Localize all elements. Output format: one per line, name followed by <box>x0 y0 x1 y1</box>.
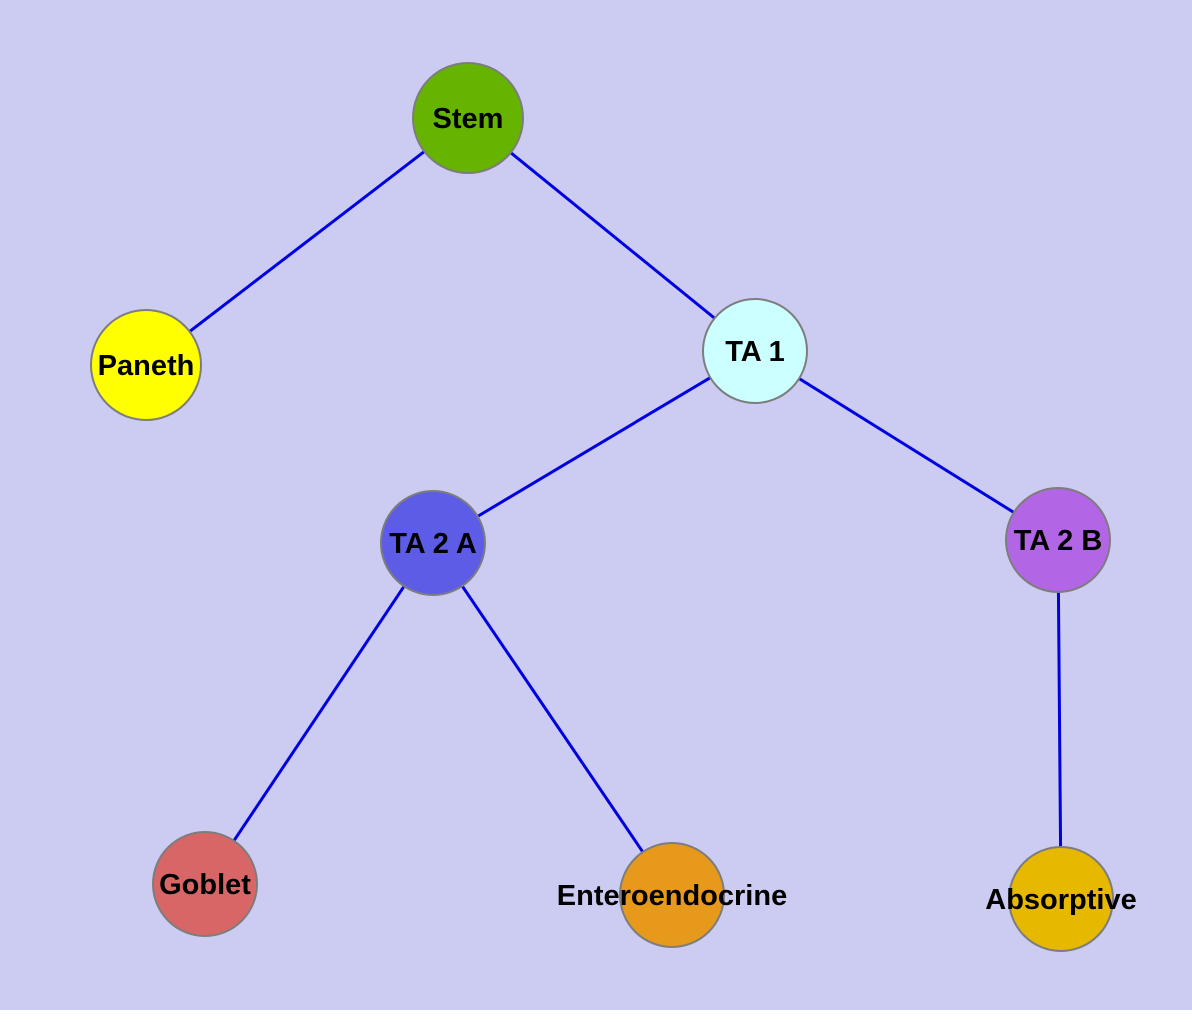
node-circle-paneth[interactable] <box>90 309 202 421</box>
edge-stem-paneth <box>145 116 469 367</box>
edge-ta2a-goblet <box>203 542 435 885</box>
node-enteroendocrine[interactable]: Enteroendocrine <box>557 842 787 948</box>
node-label-ta1: TA 1 <box>725 336 785 368</box>
node-circle-absorptive[interactable] <box>1008 846 1114 952</box>
node-circle-enteroendocrine[interactable] <box>619 842 725 948</box>
node-label-absorptive: Absorptive <box>985 884 1136 916</box>
node-label-paneth: Paneth <box>98 350 195 382</box>
edge-ta1-ta2b <box>754 349 1059 542</box>
edge-stem-ta1 <box>467 116 756 353</box>
node-label-stem: Stem <box>433 103 504 135</box>
node-ta2b[interactable]: TA 2 B <box>1005 487 1111 593</box>
node-label-ta2a: TA 2 A <box>389 528 477 560</box>
node-circle-ta2a[interactable] <box>380 490 486 596</box>
node-paneth[interactable]: Paneth <box>90 309 202 421</box>
node-label-enteroendocrine: Enteroendocrine <box>557 880 787 912</box>
node-circle-stem[interactable] <box>412 62 524 174</box>
node-stem[interactable]: Stem <box>412 62 524 174</box>
node-goblet[interactable]: Goblet <box>152 831 258 937</box>
edge-ta1-ta2a <box>432 349 756 545</box>
node-absorptive[interactable]: Absorptive <box>985 846 1137 952</box>
edge-ta2a-enteroendocrine <box>431 542 674 896</box>
node-ta1[interactable]: TA 1 <box>702 298 808 404</box>
node-circle-ta1[interactable] <box>702 298 808 404</box>
node-circle-ta2b[interactable] <box>1005 487 1111 593</box>
node-ta2a[interactable]: TA 2 A <box>380 490 486 596</box>
edge-ta2b-absorptive <box>1056 539 1063 900</box>
node-label-goblet: Goblet <box>159 869 251 901</box>
node-label-ta2b: TA 2 B <box>1014 525 1103 557</box>
node-circle-goblet[interactable] <box>152 831 258 937</box>
